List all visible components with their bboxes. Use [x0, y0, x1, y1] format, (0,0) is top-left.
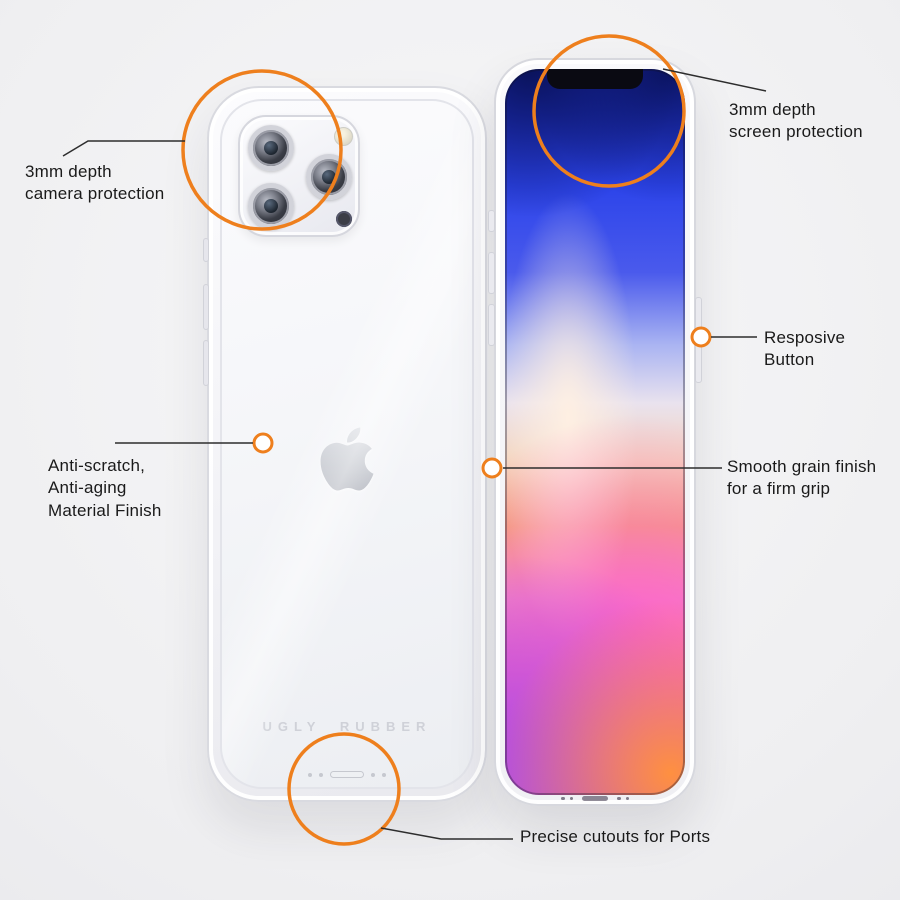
label-line: Material Finish	[48, 500, 162, 520]
camera-lens-icon	[248, 125, 294, 171]
volume-down-button	[488, 304, 495, 346]
speaker-hole-icon	[319, 772, 323, 777]
label-line: Resposive	[764, 328, 846, 347]
lightning-port-icon	[582, 796, 608, 801]
mute-switch	[203, 238, 209, 262]
speaker-hole-icon	[371, 772, 375, 777]
leader-line-camera	[62, 140, 185, 157]
label-line: Anti-scratch,	[48, 456, 146, 475]
flash-icon	[334, 127, 353, 146]
phone-back-view: UGLY RUBBER	[203, 86, 487, 802]
label-line: screen protection	[729, 122, 863, 142]
power-button	[695, 297, 702, 383]
label-grain-finish: Smooth grain finish for a firm grip	[727, 456, 876, 501]
label-screen-protection: 3mm depth screen protection	[729, 99, 863, 144]
mute-switch	[488, 210, 495, 232]
volume-up-button	[203, 284, 209, 330]
bottom-port-cutouts	[222, 771, 472, 778]
camera-module	[238, 115, 360, 237]
label-camera-protection: 3mm depth camera protection	[25, 161, 164, 206]
speaker-hole-icon	[617, 796, 621, 801]
phone-back-body: UGLY RUBBER	[220, 99, 474, 789]
label-line: Precise cutouts for Ports	[520, 827, 711, 846]
speaker-hole-icon	[561, 796, 565, 801]
leader-line-ports	[380, 827, 513, 840]
label-port-cutouts: Precise cutouts for Ports	[520, 826, 710, 848]
speaker-hole-icon	[308, 772, 312, 777]
speaker-hole-icon	[382, 772, 386, 777]
notch-icon	[547, 69, 643, 89]
brand-text: UGLY RUBBER	[262, 719, 432, 734]
label-responsive-button: Resposive Button	[764, 327, 845, 372]
lidar-sensor-icon	[336, 211, 352, 227]
phone-screen	[505, 69, 685, 795]
camera-lens-icon	[306, 154, 352, 200]
label-line: Button	[764, 350, 815, 370]
lightning-port-icon	[330, 771, 364, 778]
label-line: camera protection	[25, 184, 165, 204]
bottom-port-cutouts	[496, 796, 694, 801]
speaker-hole-icon	[569, 796, 573, 801]
speaker-hole-icon	[625, 796, 629, 801]
label-line: 3mm depth	[729, 100, 816, 119]
label-material-finish: Anti-scratch, Anti-aging Material Finish	[48, 455, 162, 522]
apple-logo-icon	[320, 427, 374, 491]
camera-lens-icon	[248, 183, 294, 229]
label-line: Anti-aging	[48, 478, 127, 498]
volume-up-button	[488, 252, 495, 294]
label-line: for a firm grip	[727, 479, 831, 499]
volume-down-button	[203, 340, 209, 386]
phone-front-view	[488, 58, 702, 806]
label-line: 3mm depth	[25, 162, 112, 181]
label-line: Smooth grain finish	[727, 457, 877, 476]
